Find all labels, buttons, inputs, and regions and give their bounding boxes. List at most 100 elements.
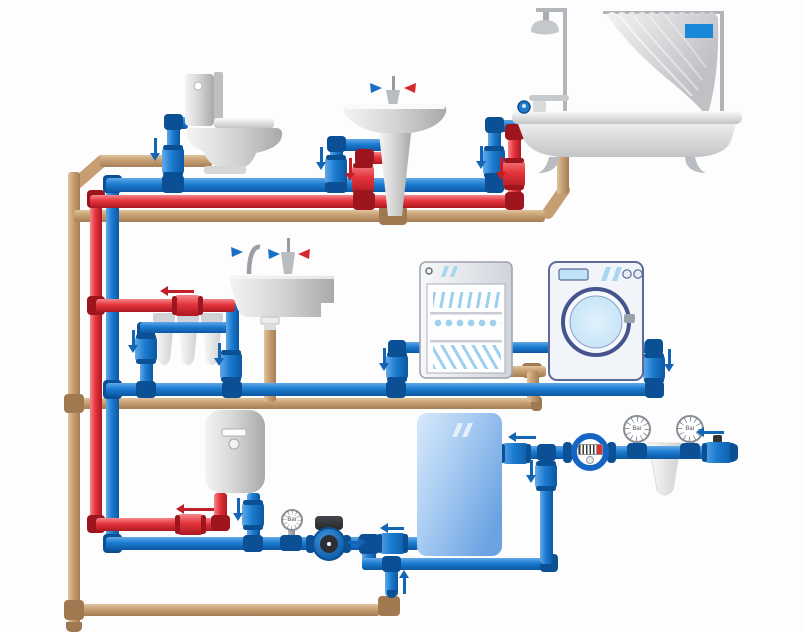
shutoff-valve <box>162 145 184 177</box>
shutoff-valve <box>503 158 525 190</box>
cold-indicator-icon <box>370 83 382 93</box>
drain-pipe <box>100 155 212 167</box>
drain-pipe <box>557 148 569 194</box>
pedestal-sink <box>343 76 447 216</box>
pipe-joint <box>164 114 183 130</box>
flow-arrow-down <box>496 157 506 181</box>
shower-head-icon <box>531 20 559 35</box>
flow-arrow-down <box>664 349 674 373</box>
tub-foot <box>538 157 559 173</box>
flow-arrow-left <box>160 286 194 296</box>
shutoff-valve <box>377 533 408 554</box>
gauge-unit-label: Bar <box>287 517 297 523</box>
pipe-end-cap <box>531 396 542 411</box>
toilet <box>185 72 283 174</box>
heater-display <box>221 428 247 437</box>
pipe-joint <box>353 192 375 210</box>
shutoff-valve <box>172 295 203 316</box>
pressure-gauge: Bar <box>623 415 651 443</box>
pipe-joint <box>355 149 374 165</box>
flow-arrow-left <box>508 432 536 442</box>
drain-pipe <box>74 604 380 616</box>
pipe-joint <box>645 381 664 398</box>
pressure-gauge: Bar <box>281 509 303 531</box>
drain-pipe <box>506 366 546 377</box>
washing-machine <box>548 261 644 381</box>
pipe-joint <box>64 394 84 413</box>
hot-indicator-icon <box>298 249 310 259</box>
open-drain-elbow <box>378 596 400 616</box>
cold-pipe <box>140 322 238 333</box>
drinking-water-faucet <box>246 244 261 275</box>
pipe-joint <box>485 117 504 133</box>
hot-indicator-icon <box>404 83 416 93</box>
flow-arrow-left <box>176 504 214 514</box>
shutoff-valve <box>535 461 557 491</box>
drain-pipe <box>74 210 545 222</box>
pipe-joint <box>327 136 346 152</box>
hot-pipe <box>90 195 521 208</box>
washer-knob <box>633 269 643 279</box>
pipe-joint <box>563 442 572 463</box>
dishwasher-dishes-row <box>433 292 501 308</box>
pipe-joint <box>627 443 647 459</box>
gauge-stem <box>288 529 295 538</box>
pipe-joint <box>537 444 556 461</box>
circulation-pump <box>312 527 346 561</box>
meter-register-red-digit <box>597 445 602 454</box>
cold-pipe <box>391 342 661 353</box>
shutoff-valve <box>500 443 531 464</box>
pipe-joint <box>136 381 156 398</box>
pipe-joint <box>162 175 184 193</box>
flow-arrow-down <box>128 330 138 354</box>
flow-arrow-down <box>150 138 160 162</box>
flow-arrow-down <box>476 146 486 170</box>
cold-pipe <box>362 558 554 570</box>
shutoff-valve <box>175 514 206 535</box>
pipe-joint <box>342 535 351 553</box>
pipe-joint <box>607 442 616 463</box>
washer-knob <box>622 269 632 279</box>
shutoff-valve <box>643 353 665 383</box>
pipe-joint <box>64 600 84 620</box>
pipe-joint <box>222 381 242 398</box>
pipe-joint <box>280 535 302 551</box>
gauge-unit-label: Bar <box>632 426 642 432</box>
cold-pipe <box>106 178 119 550</box>
drain-pipe <box>264 316 276 402</box>
flow-arrow-down <box>316 147 326 171</box>
pipe-joint <box>306 535 315 553</box>
washer-door-handle <box>624 314 635 323</box>
flow-arrow-up <box>399 570 409 594</box>
meter-register <box>578 444 603 455</box>
dishwasher-plates-row <box>433 345 501 369</box>
pump-cap <box>315 516 343 530</box>
dishwasher-knob <box>425 267 433 275</box>
hot-pipe <box>90 192 102 531</box>
flow-arrow-left <box>380 523 404 533</box>
pipe-joint <box>680 443 700 459</box>
pipe-joint <box>386 381 406 398</box>
washer-display <box>558 268 589 281</box>
shutoff-valve <box>135 334 157 364</box>
flow-arrow-right <box>348 537 366 547</box>
shower-pipe <box>563 8 567 114</box>
shutoff-valve <box>242 500 264 530</box>
bathtub-and-shower <box>512 8 742 173</box>
shutoff-valve <box>325 155 347 187</box>
pipe-joint <box>505 192 524 210</box>
dishwasher-glasses-row <box>433 318 501 336</box>
water-heater <box>205 410 265 493</box>
cold-pipe <box>106 383 662 396</box>
shutoff-valve <box>352 163 374 195</box>
tub-foot <box>685 157 706 173</box>
tub-rim <box>512 111 742 124</box>
flow-arrow-left <box>696 427 724 437</box>
meter-dial <box>586 456 594 464</box>
shutoff-valve <box>386 352 408 382</box>
shutoff-valve <box>220 350 242 382</box>
drain-outlet-tip <box>387 590 396 598</box>
